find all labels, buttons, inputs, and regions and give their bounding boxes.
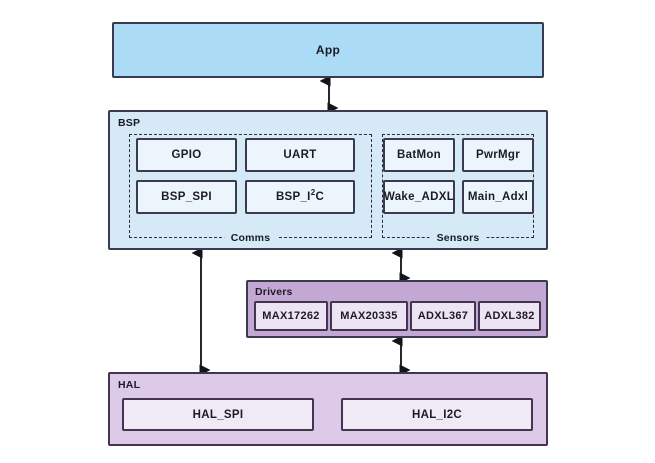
bsp-module-batmon-label: BatMon — [397, 149, 441, 161]
drivers-layer-title: Drivers — [255, 286, 293, 298]
bsp-module-uart[interactable]: UART — [245, 138, 355, 172]
app-layer-label: App — [315, 43, 341, 57]
driver-max20335-label: MAX20335 — [340, 310, 398, 322]
app-layer-block[interactable]: App — [112, 22, 544, 78]
bsp-module-gpio[interactable]: GPIO — [136, 138, 237, 172]
driver-adxl382-label: ADXL382 — [484, 310, 535, 322]
bsp-module-wake-adxl[interactable]: Wake_ADXL — [383, 180, 455, 214]
bsp-module-pwrmgr-label: PwrMgr — [476, 149, 520, 161]
driver-max17262[interactable]: MAX17262 — [254, 301, 328, 331]
bsp-module-main-adxl[interactable]: Main_Adxl — [462, 180, 534, 214]
hal-module-i2c-label: HAL_I2C — [411, 408, 463, 421]
bsp-comms-caption: Comms — [223, 232, 278, 245]
hal-module-spi-label: HAL_SPI — [192, 408, 244, 421]
bsp-module-pwrmgr[interactable]: PwrMgr — [462, 138, 534, 172]
bsp-layer-title: BSP — [118, 117, 141, 129]
bsp-module-wake-adxl-label: Wake_ADXL — [384, 191, 455, 203]
driver-adxl367-label: ADXL367 — [417, 310, 469, 322]
arrow-bsp-to-hal — [192, 250, 210, 373]
bsp-module-uart-label: UART — [283, 149, 317, 161]
bsp-module-bsp-spi-label: BSP_SPI — [161, 191, 212, 203]
arrow-app-to-bsp — [320, 78, 338, 111]
driver-adxl382[interactable]: ADXL382 — [478, 301, 541, 331]
bsp-module-bsp-spi[interactable]: BSP_SPI — [136, 180, 237, 214]
hal-module-spi[interactable]: HAL_SPI — [122, 398, 314, 431]
arrow-bsp-to-drivers — [392, 250, 410, 281]
bsp-module-bsp-i2c[interactable]: BSP_I2C — [245, 180, 355, 214]
arrow-drivers-to-hal — [392, 338, 410, 373]
bsp-module-batmon[interactable]: BatMon — [383, 138, 455, 172]
bsp-sensors-caption: Sensors — [429, 232, 487, 245]
hal-layer-title: HAL — [118, 379, 141, 391]
bsp-comms-group: Comms — [129, 134, 372, 245]
hal-module-i2c[interactable]: HAL_I2C — [341, 398, 533, 431]
bsp-module-gpio-label: GPIO — [171, 149, 202, 161]
bsp-module-main-adxl-label: Main_Adxl — [467, 191, 529, 203]
bsp-module-bsp-i2c-label: BSP_I2C — [275, 188, 325, 203]
driver-adxl367[interactable]: ADXL367 — [410, 301, 476, 331]
driver-max17262-label: MAX17262 — [262, 310, 320, 322]
driver-max20335[interactable]: MAX20335 — [330, 301, 408, 331]
